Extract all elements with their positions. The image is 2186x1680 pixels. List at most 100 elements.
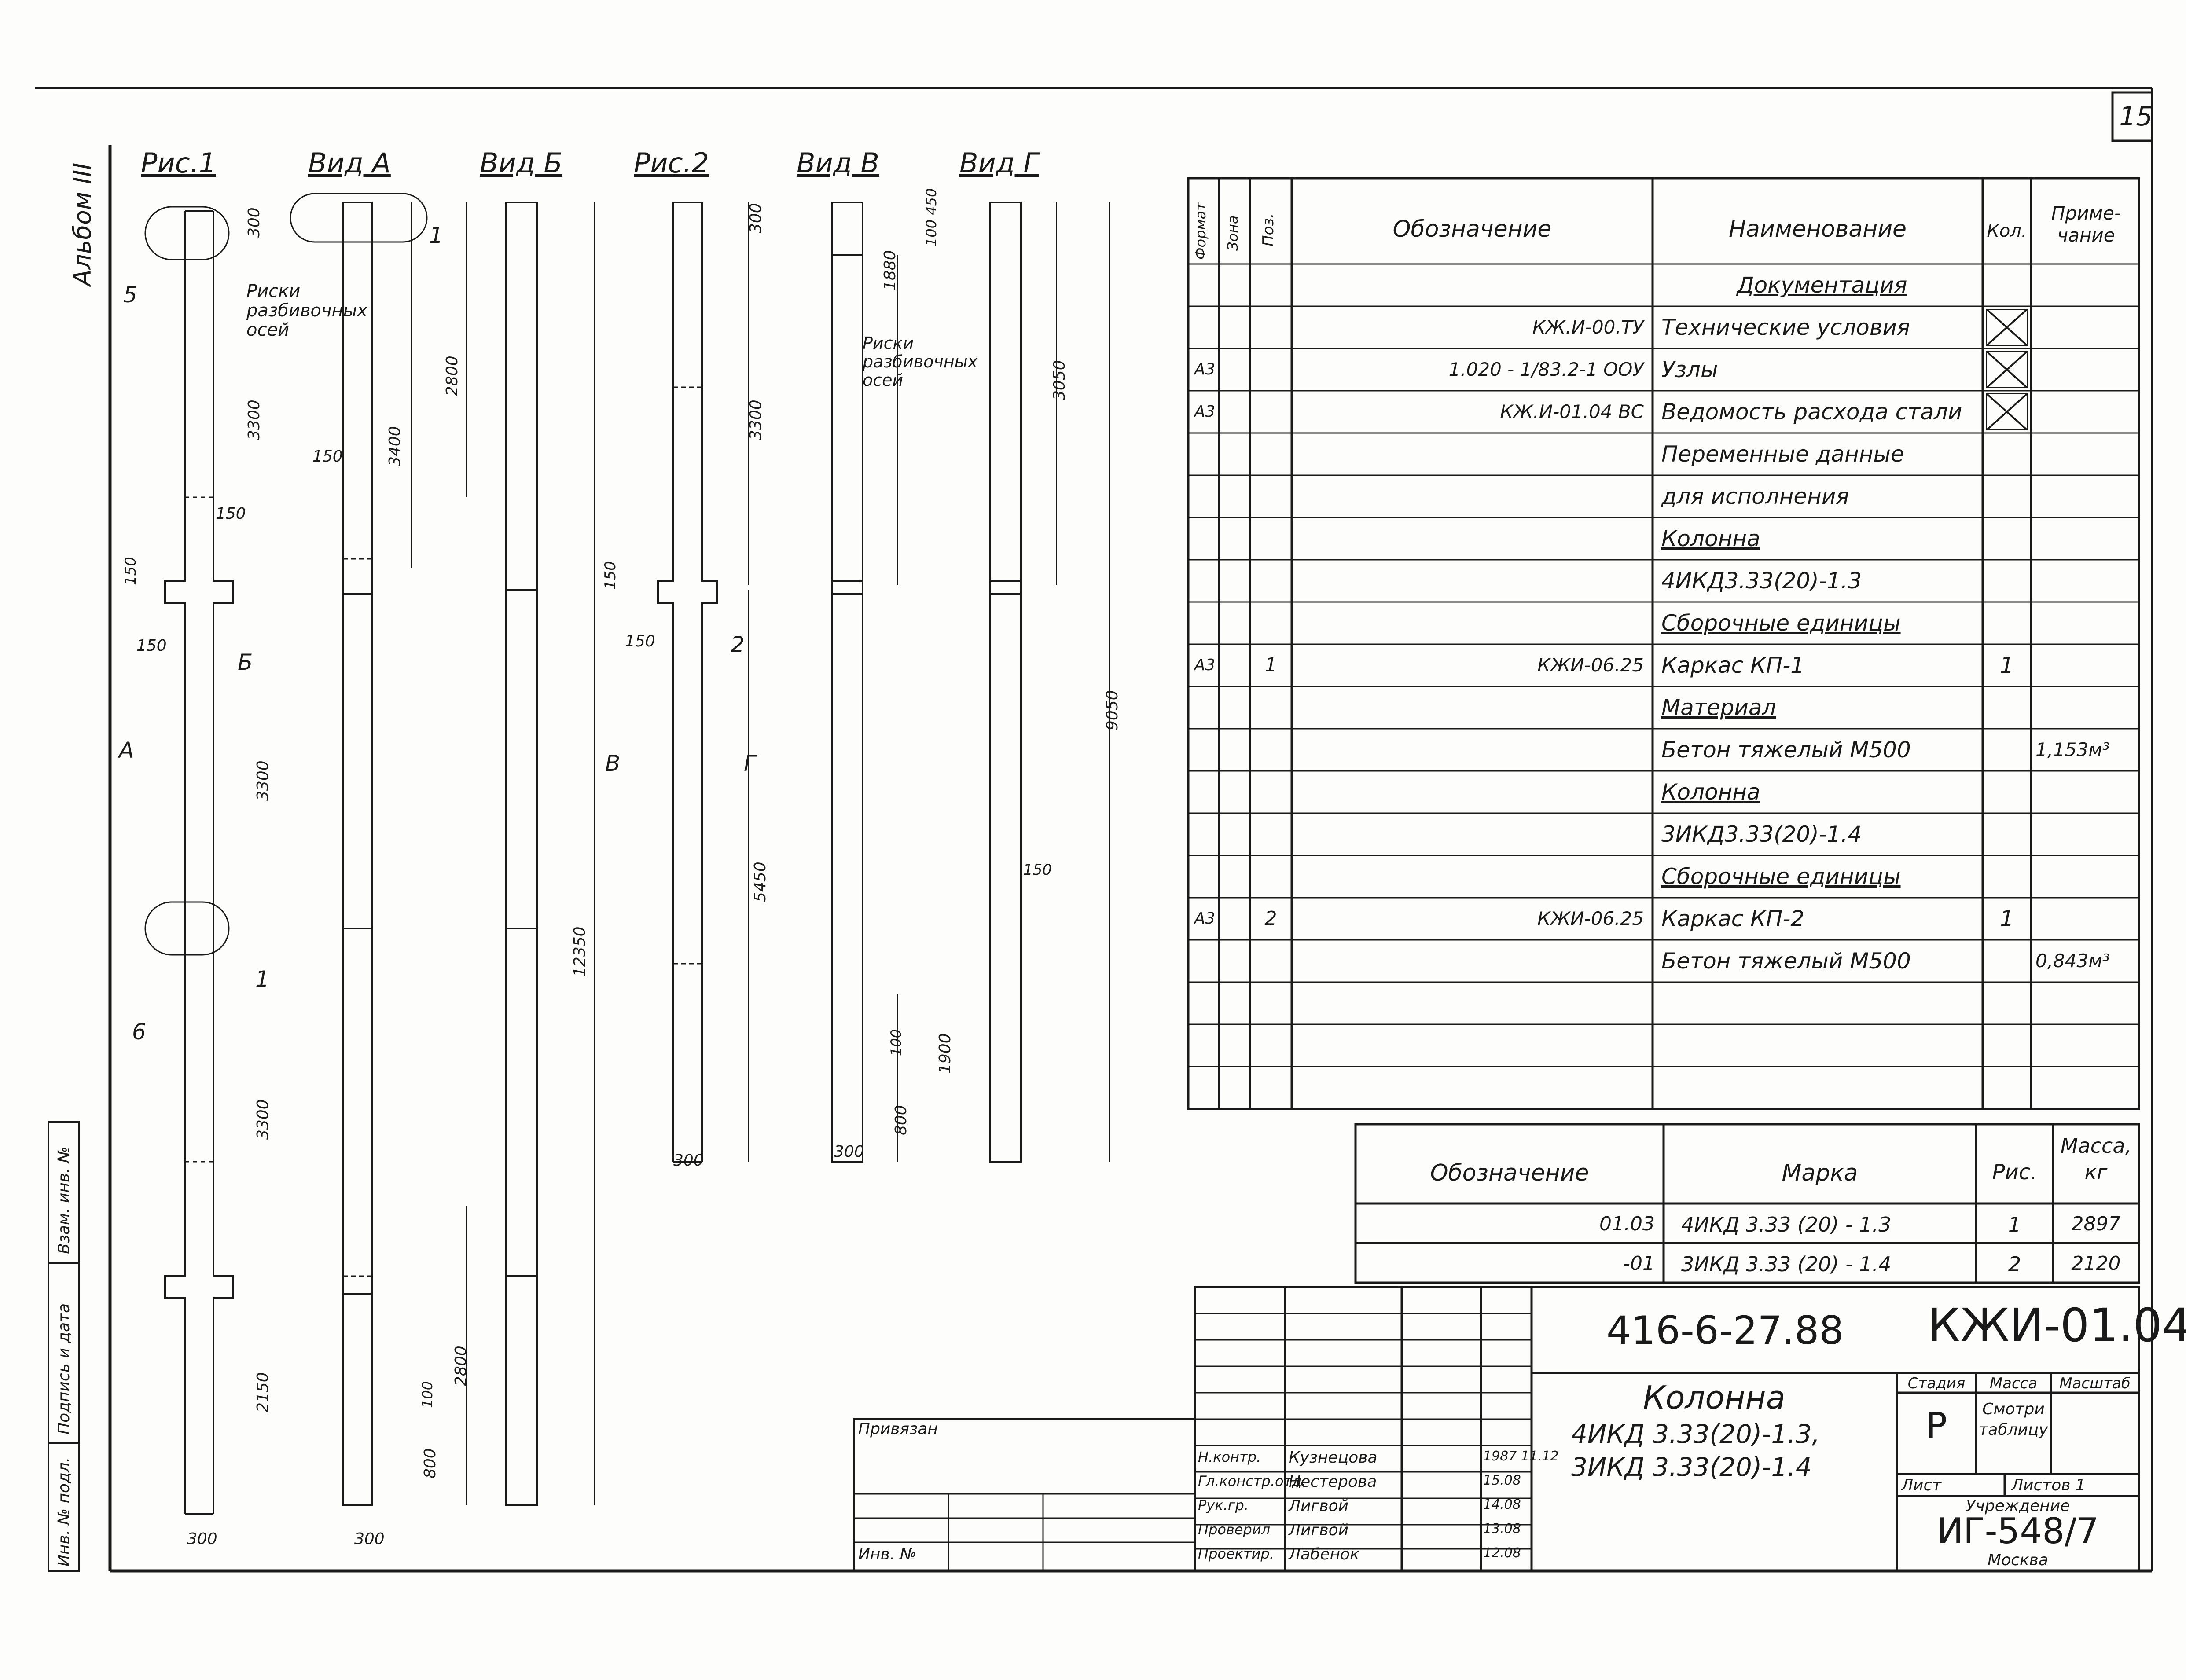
signer-cell: 13.08	[1483, 1521, 1521, 1537]
marks-row-mass: 2897	[2071, 1213, 2121, 1235]
dim-2800: 2800	[452, 1346, 470, 1386]
dim-100-450: 100 450	[923, 188, 940, 246]
dim-300: 300	[245, 207, 263, 238]
arrow-b-label: Б	[238, 649, 253, 675]
signer-cell: Кузнецова	[1289, 1449, 1378, 1467]
title-line-1: Колонна	[1643, 1379, 1786, 1416]
spec-cell: КЖИ-06.25	[1537, 654, 1644, 676]
signer-cell: Лигвой	[1289, 1497, 1349, 1515]
spec-cell: Технические условия	[1661, 315, 1910, 340]
spec-cell: Материал	[1661, 695, 1776, 720]
dim-3300: 3300	[254, 760, 272, 801]
dim-3300: 3300	[245, 400, 263, 440]
dim-300: 300	[834, 1143, 864, 1161]
spec-cell: Документация	[1737, 272, 1907, 298]
org-code: ИГ-548/7	[1936, 1511, 2099, 1552]
spec-cell: КЖ.И-01.04 ВС	[1500, 401, 1644, 422]
callout-2: 2	[731, 632, 745, 657]
marks-header-designation: Обозначение	[1430, 1160, 1589, 1186]
drawing-code: КЖИ-01.04	[1928, 1299, 2186, 1352]
marks-row-designation: 01.03	[1599, 1213, 1655, 1235]
spec-cell: А3	[1194, 910, 1216, 928]
stamp-replace-inv: Взам. инв. №	[55, 1146, 73, 1254]
spec-header-pos: Поз.	[1260, 213, 1277, 246]
inv-no-label: Инв. №	[858, 1545, 917, 1563]
binding-box	[853, 1418, 1196, 1572]
title-line-2: 4ИКД 3.33(20)-1.3,	[1571, 1419, 1820, 1449]
callout-6: 6	[132, 1019, 146, 1045]
spec-cell: А3	[1194, 656, 1216, 674]
spec-cell: Каркас КП-1	[1661, 653, 1805, 678]
spec-cell: 4ИКД3.33(20)-1.3	[1661, 568, 1862, 594]
callout-1b: 1	[255, 966, 269, 992]
album-label: Альбом III	[68, 162, 96, 286]
dim-3300: 3300	[747, 400, 765, 440]
mass-value: Смотри таблицу	[1979, 1400, 2048, 1439]
signer-cell: 15.08	[1483, 1473, 1521, 1488]
marks-row-fig: 1	[2008, 1213, 2021, 1236]
spec-cell: КЖ.И-00.ТУ	[1532, 316, 1644, 338]
arrow-a-label: А	[119, 737, 134, 763]
marks-row-fig: 2	[2008, 1252, 2021, 1276]
spec-cross-mark	[1986, 351, 2028, 388]
spec-header-note: Приме- чание	[2051, 202, 2121, 246]
spec-cell: Сборочные единицы	[1661, 864, 1901, 889]
dim-150: 150	[625, 632, 655, 650]
stamp-inv-orig: Инв. № подл.	[55, 1457, 73, 1566]
spec-cell: А3	[1194, 403, 1216, 421]
signer-cell: Лабенок	[1289, 1545, 1359, 1563]
spec-cell: Сборочные единицы	[1661, 610, 1901, 636]
dim-3400: 3400	[386, 426, 404, 466]
label-fig2: Рис.2	[634, 147, 709, 179]
dim-1880: 1880	[881, 250, 899, 290]
dim-2800: 2800	[443, 356, 461, 396]
stage-value: Р	[1925, 1405, 1947, 1446]
column-view-b	[466, 202, 595, 1506]
label-fig1: Рис.1	[141, 147, 216, 179]
spec-cell: 1.020 - 1/83.2-1 ООУ	[1448, 359, 1644, 380]
signer-cell: 1987 11.12	[1483, 1449, 1559, 1464]
arrow-g-label: Г	[744, 751, 756, 776]
spec-cell: КЖИ-06.25	[1537, 908, 1644, 929]
scale-label: Масштаб	[2059, 1375, 2131, 1392]
dim-3050: 3050	[1051, 360, 1069, 400]
callout-1a: 1	[429, 223, 443, 248]
dim-100: 100	[888, 1029, 904, 1056]
arrow-v-label: В	[605, 751, 621, 776]
spec-cell: 2	[1264, 907, 1277, 930]
title-line-3: 3ИКД 3.33(20)-1.4	[1571, 1452, 1812, 1482]
marks-row-mark: 3ИКД 3.33 (20) - 1.4	[1681, 1252, 1892, 1276]
marks-row-mass: 2120	[2071, 1252, 2121, 1275]
spec-cell: Колонна	[1661, 779, 1760, 805]
dim-12350: 12350	[571, 926, 589, 977]
mass-label: Масса	[1989, 1375, 2038, 1392]
dim-150: 150	[216, 505, 246, 523]
column-fig2	[657, 202, 749, 1163]
callout-axis-marks-1: Риски разбивочных осей	[246, 281, 367, 340]
signer-cell: 12.08	[1483, 1545, 1521, 1561]
dim-300: 300	[187, 1530, 217, 1548]
marks-row-mark: 4ИКД 3.33 (20) - 1.3	[1681, 1213, 1892, 1236]
signer-cell: Нестерова	[1289, 1473, 1377, 1491]
project-code: 416-6-27.88	[1606, 1308, 1844, 1353]
spec-cell: 3ИКД3.33(20)-1.4	[1661, 822, 1862, 847]
marks-header-mark: Марка	[1782, 1160, 1858, 1186]
spec-cell: для исполнения	[1661, 484, 1849, 509]
column-view-v	[831, 202, 898, 1163]
dim-300: 300	[673, 1152, 704, 1170]
spec-cell: Колонна	[1661, 526, 1760, 551]
spec-cell: 1,153м³	[2035, 739, 2110, 760]
spec-cell: Бетон тяжелый М500	[1661, 948, 1911, 974]
signer-cell: Лигвой	[1289, 1521, 1349, 1539]
dim-150: 150	[1023, 861, 1052, 879]
institution-label: Учреждение	[1966, 1497, 2070, 1515]
marks-header-fig: Рис.	[1992, 1160, 2037, 1185]
callout-5: 5	[123, 282, 137, 308]
dim-150: 150	[136, 637, 167, 655]
sheets-label: Листов 1	[2011, 1476, 2086, 1494]
dim-800: 800	[892, 1105, 910, 1135]
spec-cell: Узлы	[1661, 357, 1718, 382]
spec-cell: Каркас КП-2	[1661, 906, 1805, 932]
